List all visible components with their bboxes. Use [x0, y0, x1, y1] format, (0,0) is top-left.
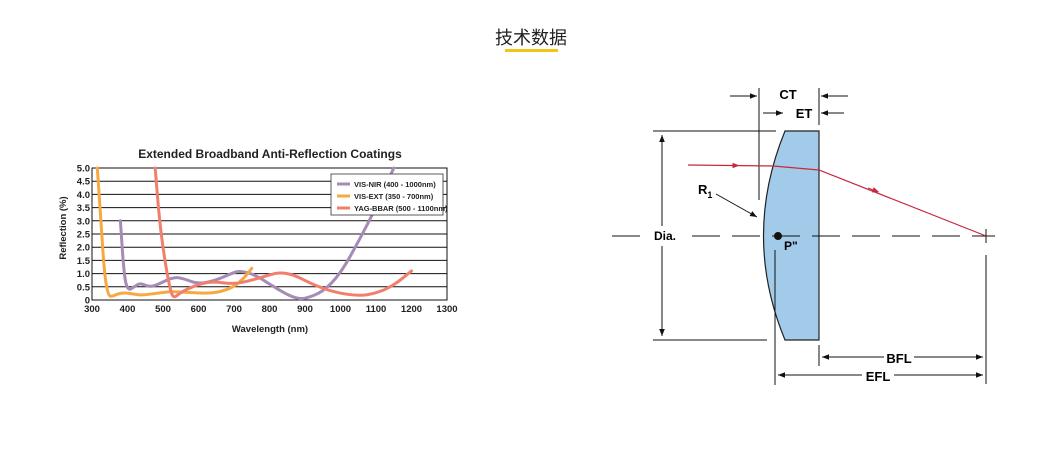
section-title: 技术数据: [495, 28, 567, 49]
y-tick-label: 0.5: [77, 282, 91, 293]
x-tick-label: 900: [297, 304, 313, 315]
principal-point: [774, 232, 782, 240]
series-line-1: [95, 166, 254, 298]
y-tick-label: 5.0: [77, 164, 90, 175]
y-tick-label: 3.0: [77, 216, 90, 227]
x-tick-label: 800: [262, 304, 278, 315]
bfl-label: BFL: [886, 351, 911, 366]
legend: VIS-NIR (400 - 1000nm) VIS-EXT (350 - 700…: [330, 173, 448, 216]
x-tick-label: 1300: [436, 304, 457, 315]
x-tick-label: 300: [84, 304, 100, 315]
y-tick-label: 1.5: [77, 256, 91, 267]
y-axis-label: Reflection (%): [58, 196, 69, 259]
ct-label: CT: [779, 87, 796, 102]
legend-label: YAG-BBAR (500 - 1100nm): [354, 204, 448, 213]
x-tick-label: 600: [191, 304, 207, 315]
y-tick-label: 3.5: [77, 203, 91, 214]
r1-label: R1: [698, 182, 712, 200]
x-axis-label: Wavelength (nm): [232, 324, 308, 335]
series-line-2: [153, 166, 413, 299]
x-tick-label: 500: [155, 304, 171, 315]
chart-title: Extended Broadband Anti-Reflection Coati…: [138, 147, 402, 161]
y-tick-label: 2.5: [77, 230, 91, 241]
p-label: P": [784, 239, 798, 253]
y-tick-label: 4.5: [77, 177, 91, 188]
legend-label: VIS-NIR (400 - 1000nm): [354, 180, 436, 189]
y-tick-label: 4.0: [77, 190, 90, 201]
section-title-underline: [505, 49, 558, 52]
y-tick-label: 1.0: [77, 269, 90, 280]
y-tick-label: 0: [85, 296, 90, 307]
x-tick-label: 1100: [366, 304, 387, 315]
light-ray: [687, 164, 987, 237]
dia-label: Dia.: [654, 229, 676, 243]
x-tick-label: 1000: [330, 304, 351, 315]
et-label: ET: [796, 106, 813, 121]
efl-label: EFL: [866, 369, 891, 384]
series-line-0: [118, 166, 396, 301]
x-tick-label: 1200: [401, 304, 422, 315]
y-tick-label: 2.0: [77, 243, 90, 254]
x-tick-label: 400: [120, 304, 136, 315]
legend-label: VIS-EXT (350 - 700nm): [354, 192, 434, 201]
x-tick-label: 700: [226, 304, 242, 315]
